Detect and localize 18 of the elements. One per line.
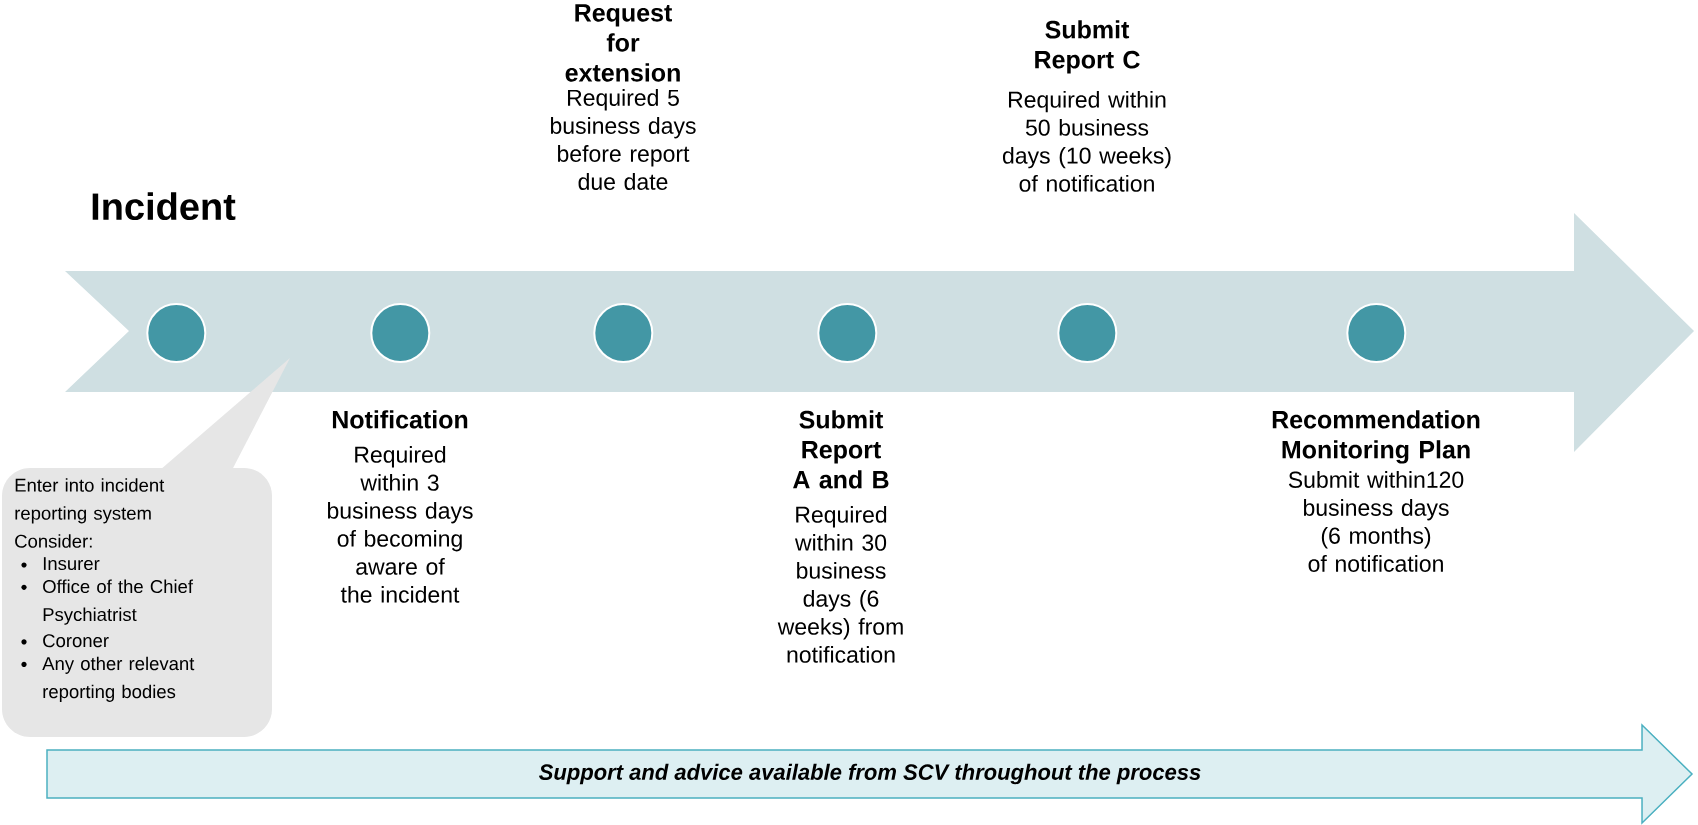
milestone-title: Request for extension bbox=[565, 4, 680, 82]
milestone-description: Submit within120 business days (6 months) of notification bbox=[1288, 471, 1464, 572]
milestone-title: Submit Report C bbox=[1035, 20, 1140, 74]
milestone-dot bbox=[146, 303, 207, 363]
milestone-dot bbox=[1346, 303, 1407, 363]
milestone-description: Required within 3 business days of becoming aware of the incident bbox=[328, 445, 473, 603]
milestone-description: Required within 30 business days (6 weeks) from notification bbox=[777, 505, 903, 663]
milestone-title: Recommendation Monitoring Plan bbox=[1272, 410, 1480, 464]
milestone-dot bbox=[1057, 303, 1118, 363]
milestone-description: Required within 50 business days (10 weeks) of notification bbox=[1003, 90, 1171, 192]
milestone-dot bbox=[593, 303, 654, 363]
milestone-title: Submit Report A and B bbox=[793, 410, 889, 489]
milestone-title: Incident bbox=[92, 192, 236, 221]
milestone-dot bbox=[370, 303, 431, 363]
milestone-dot bbox=[817, 303, 878, 363]
milestone-description: Required 5 business days before report due date bbox=[551, 89, 696, 190]
callout-bubble: Enter into incident reporting system Consider: Insurer Office of the Chief Psychiatrist Coroner Any other relevant reporting bodies bbox=[2, 358, 290, 737]
milestone-title: Notification bbox=[332, 410, 468, 429]
